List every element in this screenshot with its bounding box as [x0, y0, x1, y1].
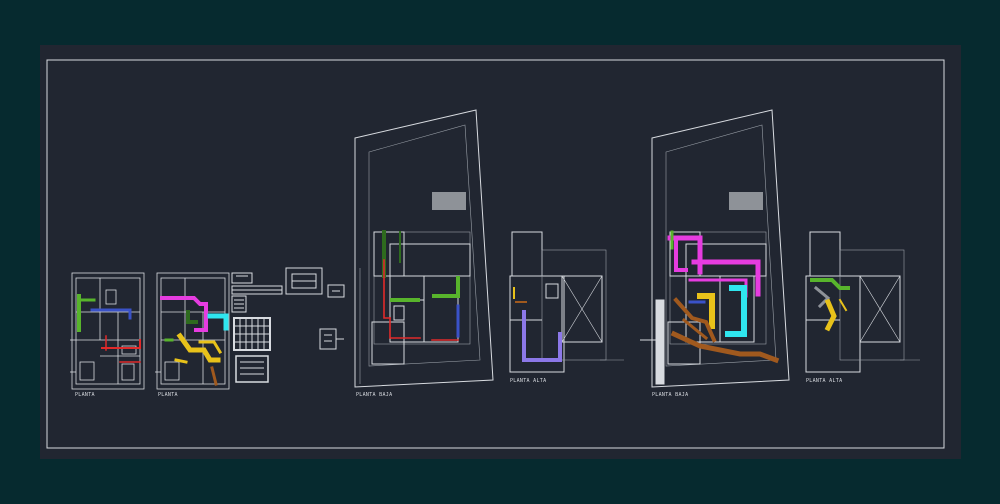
details-block	[231, 267, 345, 383]
plan-6-pipes	[810, 278, 850, 332]
plan-2-label: PLANTA	[158, 392, 178, 398]
plan-3-gray-block	[432, 192, 466, 210]
plan-6-planta-alta	[805, 231, 920, 373]
plan-5-gray-block	[729, 192, 763, 210]
plan-5-pipes	[667, 230, 780, 364]
plan-4-pipes	[513, 287, 562, 362]
plan-1-planta	[70, 272, 145, 390]
plan-3-pipes	[382, 230, 460, 341]
plan-3-label: PLANTA BAJA	[356, 392, 392, 398]
plan-2-pipes	[160, 296, 229, 386]
drawing-sheet	[40, 45, 961, 459]
plan-4-planta-alta	[509, 231, 624, 373]
sheet-border	[46, 59, 945, 449]
plan-5-label: PLANTA BAJA	[652, 392, 688, 398]
plan-1-label: PLANTA	[75, 392, 95, 398]
plan-1-pipes	[77, 294, 141, 363]
plan-6-label: PLANTA ALTA	[806, 378, 842, 384]
plan-4-label: PLANTA ALTA	[510, 378, 546, 384]
